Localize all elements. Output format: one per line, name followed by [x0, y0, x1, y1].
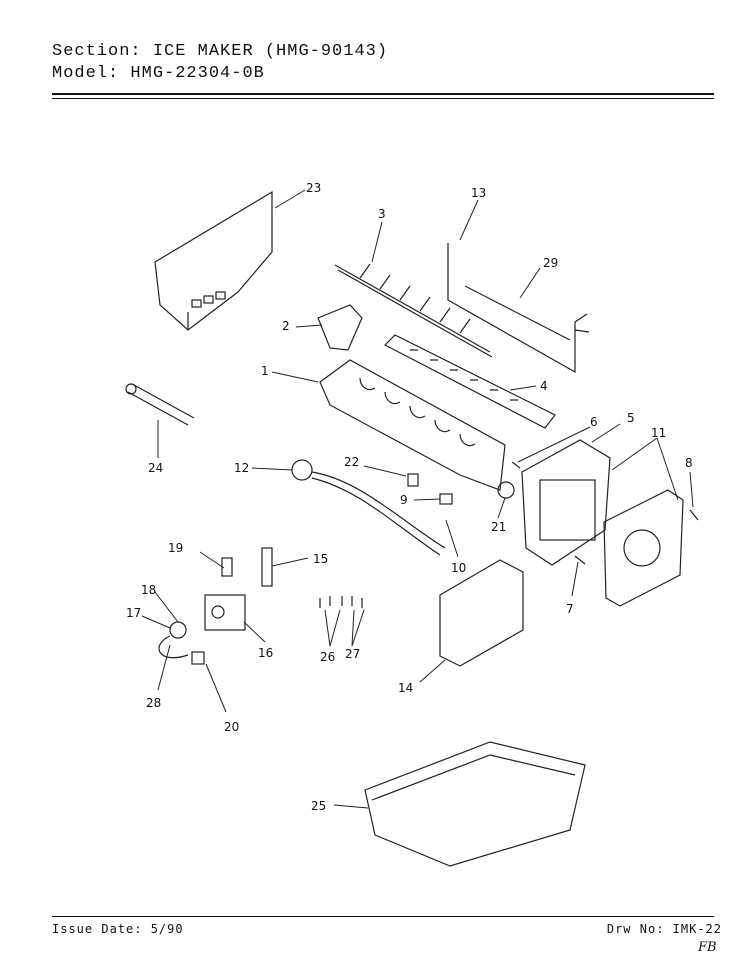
callout-9: 9: [400, 493, 408, 507]
part-26-27-shape: [319, 596, 363, 608]
part-8-shape: [689, 509, 699, 521]
callout-24: 24: [148, 461, 163, 475]
callout-25: 25: [311, 799, 326, 813]
callout-14: 14: [398, 681, 413, 695]
header-rule-thin: [52, 98, 714, 99]
callout-20: 20: [224, 720, 239, 734]
model-heading: Model: HMG-22304-0B: [52, 64, 265, 83]
section-value: ICE MAKER (HMG-90143): [152, 42, 389, 61]
callout-22: 22: [344, 455, 359, 469]
header-rule-thick: [52, 93, 714, 95]
part-22-shape: [407, 473, 419, 487]
part-9-shape: [439, 493, 453, 505]
part-3-shape: [334, 263, 493, 358]
footer-rule: [52, 916, 714, 917]
callout-16: 16: [258, 646, 273, 660]
callout-19: 19: [168, 541, 183, 555]
callout-2: 2: [282, 319, 290, 333]
callout-3: 3: [378, 207, 386, 221]
part-16-shape: [204, 594, 246, 631]
part-14-shape: [439, 559, 524, 667]
section-label: Section:: [52, 42, 142, 61]
part-5-shape: [521, 439, 611, 566]
section-heading: Section: ICE MAKER (HMG-90143): [52, 42, 388, 61]
callout-29: 29: [543, 256, 558, 270]
callout-18: 18: [141, 583, 156, 597]
callout-11: 11: [651, 426, 666, 440]
callout-10: 10: [451, 561, 466, 575]
part-17-shape: [169, 621, 187, 639]
callout-21: 21: [491, 520, 506, 534]
callout-15: 15: [313, 552, 328, 566]
callout-7: 7: [566, 602, 574, 616]
callout-28: 28: [146, 696, 161, 710]
part-21-shape: [497, 481, 515, 499]
model-value: HMG-22304-0B: [130, 64, 265, 83]
part-2-shape: [317, 304, 363, 351]
callout-13: 13: [471, 186, 486, 200]
callout-1: 1: [261, 364, 269, 378]
part-12-shape: [291, 459, 446, 556]
drawing-number: Drw No: IMK-22: [606, 922, 722, 936]
part-28-shape: [158, 635, 189, 659]
callout-23: 23: [306, 181, 321, 195]
part-4-shape: [383, 334, 556, 429]
callout-27: 27: [345, 647, 360, 661]
part-20-shape: [191, 651, 205, 665]
callout-26: 26: [320, 650, 335, 664]
part-7-shape: [574, 555, 586, 565]
callout-5: 5: [627, 411, 635, 425]
part-15-shape: [261, 547, 273, 587]
leader-lines: [141, 189, 694, 809]
part-13-29-shape: [447, 243, 590, 374]
part-23-shape: [154, 190, 273, 331]
part-25-shape: [364, 741, 586, 867]
model-label: Model:: [52, 64, 120, 83]
handwritten-initials: FB: [698, 940, 717, 955]
callout-12: 12: [234, 461, 249, 475]
part-19-shape: [221, 557, 233, 577]
callout-8: 8: [685, 456, 693, 470]
issue-date: Issue Date: 5/90: [52, 922, 184, 936]
callout-17: 17: [126, 606, 141, 620]
part-1-shape: [319, 359, 506, 491]
part-24-shape: [125, 383, 195, 426]
callout-4: 4: [540, 379, 548, 393]
part-6-shape: [511, 461, 521, 469]
callout-6: 6: [590, 415, 598, 429]
part-11-shape: [603, 489, 684, 607]
